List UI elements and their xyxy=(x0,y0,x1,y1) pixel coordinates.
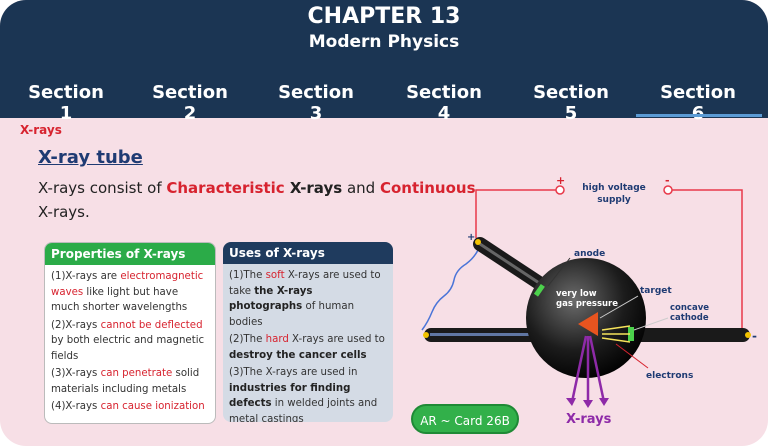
item-bold: industries for finding defects xyxy=(229,382,351,410)
item-highlight: can cause ionization xyxy=(100,401,205,412)
active-tab-indicator xyxy=(636,114,762,117)
item-text: (2)The xyxy=(229,334,266,345)
item-text: X-rays are used to take xyxy=(229,270,381,297)
radiation-wave xyxy=(421,249,479,331)
ar-card-button[interactable]: AR ~ Card 26B xyxy=(411,404,519,434)
high-voltage-label: high voltage xyxy=(582,183,646,193)
anode-leader xyxy=(547,257,571,287)
cathode-minus-label: - xyxy=(752,329,757,343)
electron-beam xyxy=(601,337,631,343)
tab-section-5[interactable]: Section 5 xyxy=(533,82,609,124)
intro-part: X-rays consist of xyxy=(38,179,167,197)
tab-section-4[interactable]: Section 4 xyxy=(406,82,482,124)
xrays-label: X-rays xyxy=(566,412,612,427)
cathode-label: cathode xyxy=(670,313,709,323)
anode-plus-label: + xyxy=(467,232,475,243)
cathode-beam xyxy=(430,333,570,336)
item-bold: the X-rays photographs xyxy=(229,285,313,313)
electrons-label: electrons xyxy=(646,371,693,381)
item-text: (3)The X-rays are used in xyxy=(229,367,358,378)
xray-arrowhead xyxy=(599,398,609,406)
intro-bold: X-rays xyxy=(284,179,343,197)
page-title: X-ray tube xyxy=(38,147,143,168)
concave-label: concave xyxy=(670,303,709,313)
circuit-wire xyxy=(668,189,743,332)
chapter-title: CHAPTER 13 xyxy=(307,4,461,29)
intro-part: and xyxy=(342,179,380,197)
anode-band xyxy=(533,283,545,297)
terminal-plus-label: + xyxy=(556,174,565,187)
target-leader xyxy=(599,295,639,319)
cathode-connector-right xyxy=(745,332,751,338)
uses-title: Uses of X-rays xyxy=(223,242,393,264)
list-item: (3)X-rays can penetrate solid materials … xyxy=(51,366,209,397)
item-text: (2)X-rays xyxy=(51,319,101,331)
item-highlight: soft xyxy=(265,270,285,281)
item-text: solid materials including metals xyxy=(51,368,200,395)
item-highlight: hard xyxy=(265,334,289,345)
uses-card: Uses of X-rays (1)The soft X-rays are us… xyxy=(223,242,393,422)
item-text: of human bodies xyxy=(229,301,355,328)
xray-arrow xyxy=(588,335,606,403)
gas-pressure-label: gas pressure xyxy=(556,299,618,309)
intro-text: X-rays consist of Characteristic X-rays … xyxy=(38,176,478,224)
xray-tube-diagram: + - high voltage supply + - xyxy=(421,174,757,427)
anode-connector xyxy=(475,239,481,245)
item-text: in welded joints and metal castings xyxy=(229,398,378,422)
item-text: (1)X-rays are xyxy=(51,271,121,282)
xray-arrowhead xyxy=(566,398,576,406)
anode-label: anode xyxy=(574,249,605,259)
item-text: (3)X-rays xyxy=(51,368,101,379)
intro-highlight: Characteristic xyxy=(166,179,285,197)
circuit-wire xyxy=(475,189,560,238)
item-text: by both electric and magnetic fields xyxy=(51,335,205,362)
list-item: (4)X-rays can cause ionization xyxy=(51,399,209,415)
item-highlight: can penetrate xyxy=(100,368,173,379)
section-label: X-rays xyxy=(20,123,62,137)
xray-arrow xyxy=(570,335,588,403)
electrons-leader xyxy=(615,343,649,369)
section-tabs: Section 1 Section 2 Section 3 Section 4 … xyxy=(0,80,768,124)
intro-highlight: Continuous xyxy=(379,179,476,197)
tab-section-6[interactable]: Section 6 xyxy=(660,82,736,124)
xray-arrowhead xyxy=(583,400,593,408)
cathode-leader xyxy=(633,317,669,331)
electron-beam xyxy=(601,325,631,331)
chapter-subtitle: Modern Physics xyxy=(308,32,460,52)
tab-section-2[interactable]: Section 2 xyxy=(152,82,228,124)
item-text: (1)The xyxy=(229,270,266,281)
item-bold: destroy the cancer cells xyxy=(229,349,367,361)
item-text: like light but have much shorter wavelen… xyxy=(51,286,188,314)
properties-title: Properties of X-rays xyxy=(45,243,215,265)
properties-card: Properties of X-rays (1)X-rays are elect… xyxy=(44,242,216,424)
item-highlight: cannot be deflected xyxy=(100,319,203,331)
supply-label: supply xyxy=(597,195,631,205)
item-text: (4)X-rays xyxy=(51,401,101,412)
tab-section-1[interactable]: Section 1 xyxy=(28,82,104,124)
cathode-band xyxy=(628,327,634,341)
list-item: (3)The X-rays are used in industries for… xyxy=(229,365,387,422)
negative-terminal xyxy=(663,185,673,195)
terminal-minus-label: - xyxy=(665,174,670,187)
very-low-label: very low xyxy=(556,289,597,299)
intro-part: X-rays. xyxy=(38,203,90,221)
tab-section-3[interactable]: Section 3 xyxy=(278,82,354,124)
list-item: (2)The hard X-rays are used to destroy t… xyxy=(229,332,387,363)
target-anode xyxy=(578,312,598,336)
target-label: target xyxy=(640,286,672,296)
item-text: X-rays are used to xyxy=(288,334,385,345)
header-bar: CHAPTER 13 Modern Physics Section 1 Sect… xyxy=(0,0,768,124)
cathode-connector-left xyxy=(423,332,429,338)
positive-terminal xyxy=(555,185,565,195)
list-item: (2)X-rays cannot be deflected by both el… xyxy=(51,318,209,365)
list-item: (1)The soft X-rays are used to take the … xyxy=(229,268,387,330)
item-highlight: electromagnetic waves xyxy=(51,271,204,298)
vacuum-bulb xyxy=(526,258,646,378)
list-item: (1)X-rays are electromagnetic waves like… xyxy=(51,269,209,316)
